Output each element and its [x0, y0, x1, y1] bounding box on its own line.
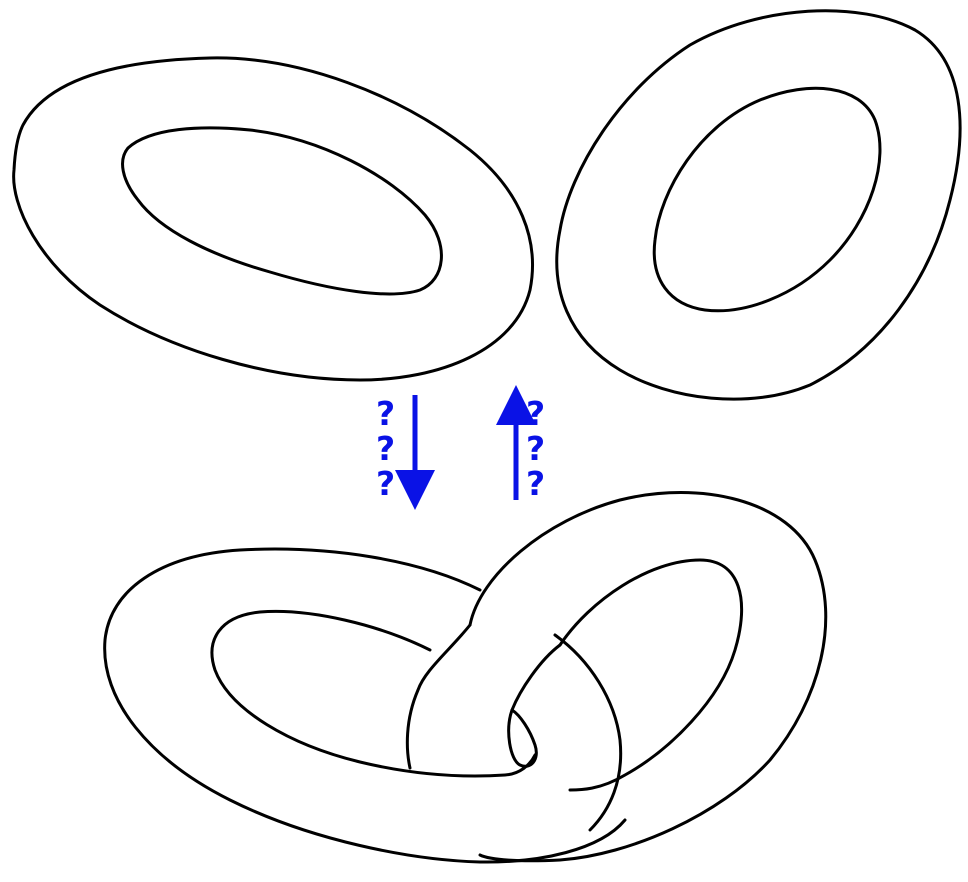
transition-down: ? ? ?: [376, 394, 415, 503]
linked-left-ring-front-arc: [555, 635, 621, 830]
linked-rings: [105, 493, 826, 863]
top-right-ring-inner: [654, 88, 880, 310]
top-left-ring-inner: [123, 128, 442, 294]
top-left-ring: [14, 58, 533, 380]
linked-left-ring-outer: [105, 549, 625, 862]
top-right-ring-outer: [557, 11, 960, 399]
transition-up: ? ? ?: [516, 394, 545, 503]
top-left-ring-outer: [14, 58, 533, 380]
linked-right-ring-outer-left: [407, 625, 470, 768]
down-question-3: ?: [376, 464, 395, 503]
linked-right-ring-outer: [470, 493, 826, 861]
up-question-3: ?: [526, 464, 545, 503]
up-question-1: ?: [526, 394, 545, 433]
linked-left-ring-inner: [212, 611, 535, 776]
top-right-ring: [557, 11, 960, 399]
linked-right-ring-inner-left: [512, 645, 560, 710]
down-question-1: ?: [376, 394, 395, 433]
linked-right-ring-inner: [560, 560, 742, 790]
down-question-2: ?: [376, 429, 395, 468]
up-question-2: ?: [526, 429, 545, 468]
